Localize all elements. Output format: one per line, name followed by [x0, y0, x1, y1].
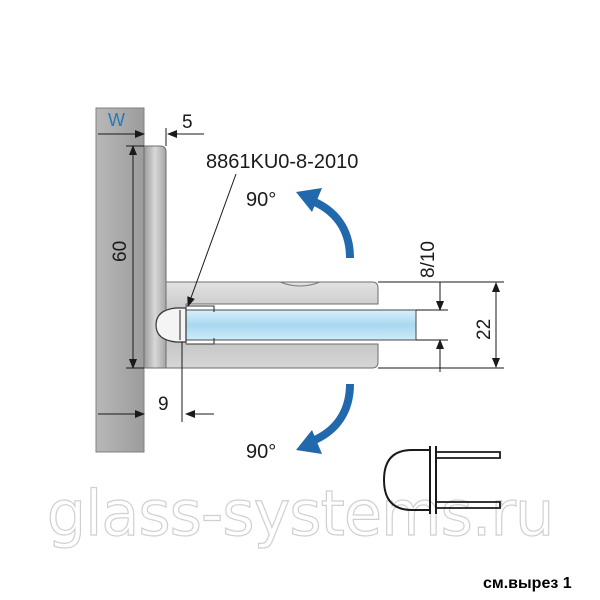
wall	[95, 107, 145, 453]
clamp-screw-slot	[279, 281, 321, 287]
wall-label: W	[108, 110, 125, 130]
dim-gap-label: 5	[182, 112, 193, 133]
angle-upper-label: 90°	[246, 189, 276, 211]
rotation-arrowhead-lower	[296, 430, 322, 454]
dim-offset-label: 9	[158, 394, 169, 415]
watermark: glass-systems.ru	[47, 477, 554, 550]
rotation-arrow-upper	[308, 196, 354, 259]
seal-cross-section	[382, 446, 501, 514]
seal-lips	[179, 305, 215, 345]
seal-profile	[155, 307, 187, 343]
glass-panel	[185, 309, 417, 341]
angle-lower-label: 90°	[246, 441, 276, 463]
cutout-note: см.вырез 1	[483, 575, 572, 592]
part-number: 8861KU0-8-2010	[206, 151, 358, 173]
rotation-arrowhead-upper	[296, 188, 322, 212]
dim-glass-label: 8/10	[418, 241, 439, 278]
part-leader	[187, 173, 237, 307]
dim-height-label: 60	[110, 241, 131, 262]
rotation-arrow-lower	[308, 383, 354, 446]
dim-clamp-label: 22	[474, 319, 495, 340]
